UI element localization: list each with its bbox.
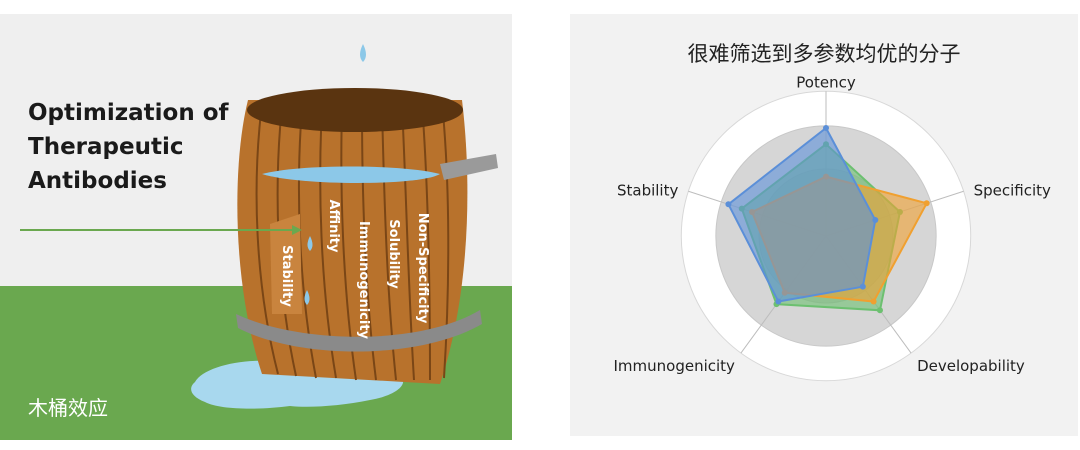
barrel-effect-panel: Stability Affinity Immunogenicity Solubi… (0, 14, 512, 440)
pointer-arrowhead (292, 225, 302, 235)
radar-axis-label-potency: Potency (796, 73, 856, 91)
water-drop-icon (304, 290, 310, 305)
radar-point (876, 307, 883, 314)
stave-label-affinity: Affinity (326, 200, 341, 253)
barrel-water (262, 166, 440, 183)
radar-axis-label-specificity: Specificity (974, 181, 1051, 199)
barrel-opening (247, 88, 463, 132)
barrel-effect-caption: 木桶效应 (28, 396, 108, 420)
radar-axis-label-stability: Stability (617, 181, 679, 199)
radar-axis-label-developability: Developability (917, 357, 1025, 375)
radar-series-0 (727, 126, 877, 303)
stave-label-immunogenicity: Immunogenicity (356, 221, 371, 340)
barrel-illustration: Stability Affinity Immunogenicity Solubi… (20, 44, 498, 409)
radar-point (872, 216, 879, 223)
short-stave (270, 214, 302, 314)
radar-axis-label-immunogenicity: Immunogenicity (613, 357, 735, 375)
stave-label-stability: Stability (279, 245, 294, 307)
radar-point (775, 298, 782, 305)
stave-label-solubility: Solubility (386, 219, 401, 289)
radar-point (923, 200, 930, 207)
radar-point (870, 298, 877, 305)
barrel-band-upper (440, 154, 498, 180)
diagram-title: Optimization of Therapeutic Antibodies (28, 100, 229, 194)
radar-point (725, 201, 732, 208)
water-drop-icon (307, 236, 313, 251)
water-drop-icon (360, 44, 366, 62)
chart-title: 很难筛选到多参数均优的分子 (687, 42, 961, 66)
stave-label-non-specificity: Non-Specificity (415, 213, 430, 324)
radar-point (859, 283, 866, 290)
radar-point (823, 125, 829, 131)
barrel-band-lower (236, 310, 482, 352)
